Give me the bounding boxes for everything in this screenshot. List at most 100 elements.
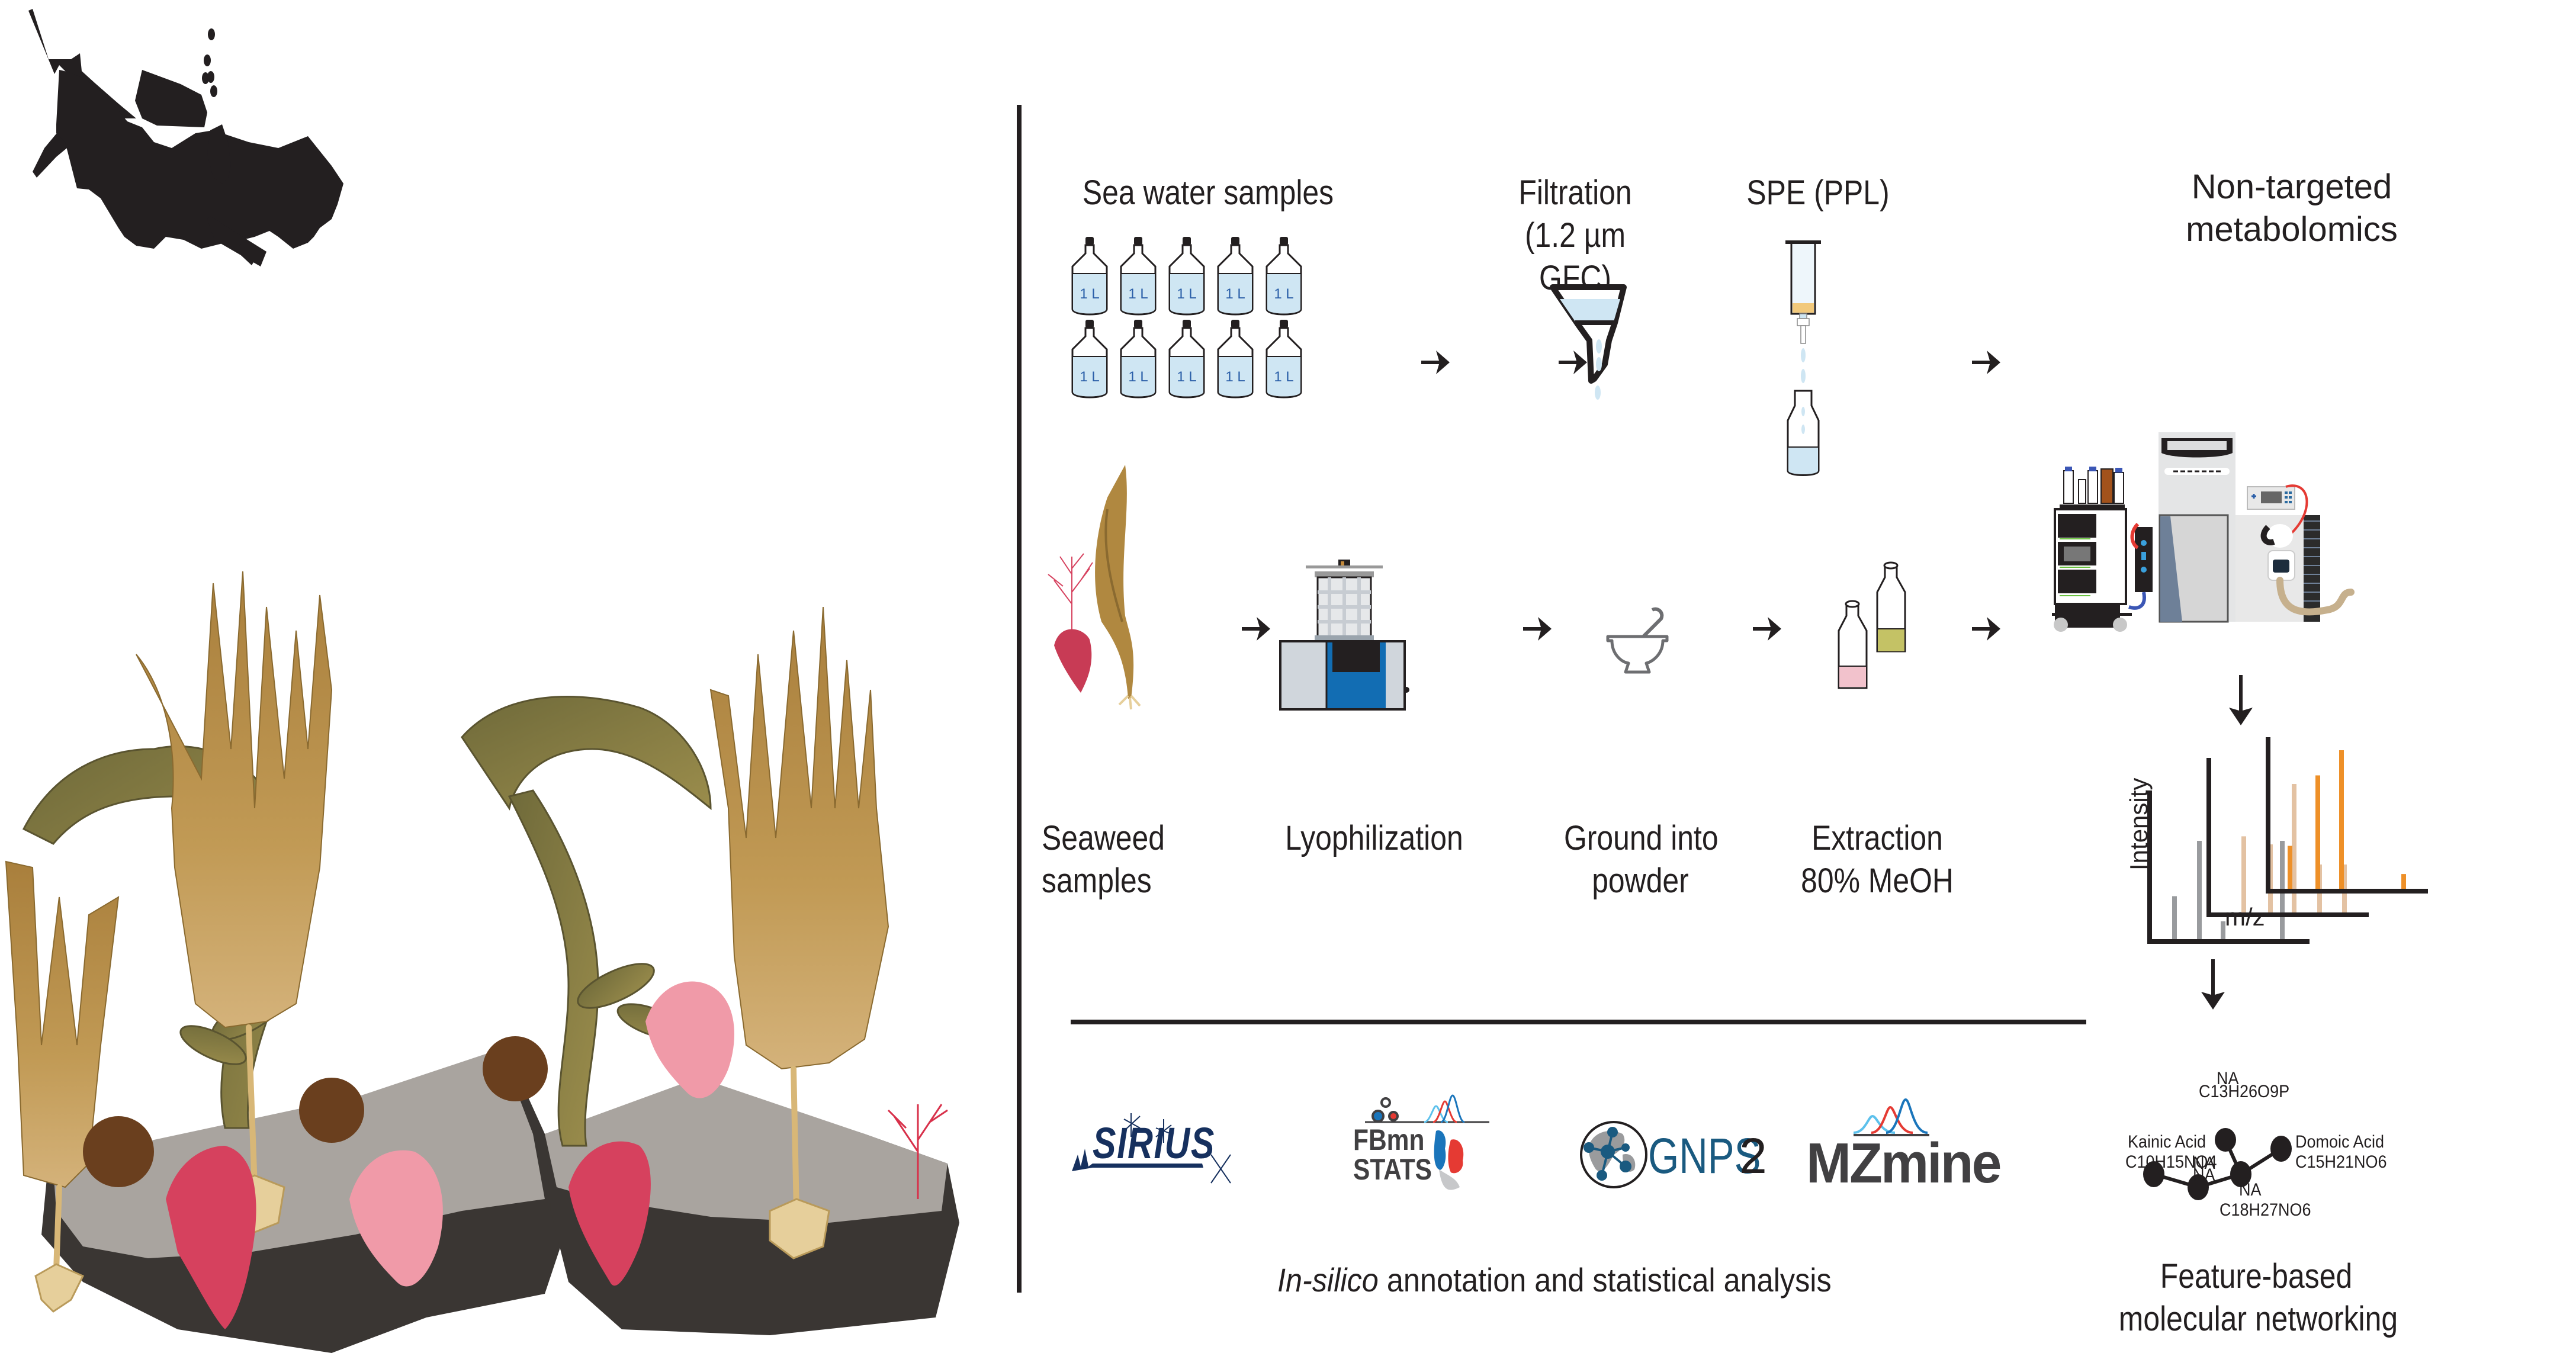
freeze-dryer-icon bbox=[1279, 560, 1409, 711]
label-metabolomics: metabolomics bbox=[2186, 210, 2398, 249]
lc-ms-instrument-icon bbox=[2052, 432, 2355, 632]
bottle-volume-label: 1 L bbox=[1225, 286, 1245, 302]
node-label-domoic-acid: Domoic Acid bbox=[2295, 1132, 2385, 1152]
water-bottle-icon: 1 L bbox=[1265, 320, 1302, 398]
mortar-pestle-icon bbox=[1606, 607, 1669, 674]
node-formula-na-2: C13H26O9P bbox=[2199, 1082, 2290, 1101]
node-formula-domoic-acid: C15H21NO6 bbox=[2295, 1152, 2387, 1172]
label-filtration-line2: (1.2 µm bbox=[1524, 216, 1626, 255]
axis-label-intensity: Intensity bbox=[2125, 777, 2153, 870]
network-node[interactable] bbox=[2215, 1128, 2236, 1152]
spectrum-peak bbox=[2197, 841, 2202, 941]
fbmn-stats-logo[interactable]: FBmn STATS bbox=[1353, 1094, 1507, 1196]
mzmine-logo-text: MZmine bbox=[1806, 1132, 2002, 1195]
label-powder: powder bbox=[1592, 862, 1689, 900]
tools-caption: In-silico annotation and statistical ana… bbox=[1277, 1261, 1832, 1299]
water-bottle-icon: 1 L bbox=[1265, 237, 1302, 316]
bottle-volume-label: 1 L bbox=[1177, 369, 1196, 385]
node-label-na-2: NA bbox=[2217, 1069, 2239, 1088]
bottle-volume-label: 1 L bbox=[1274, 369, 1293, 385]
mass-spectra-plot bbox=[2147, 737, 2428, 944]
vertical-divider bbox=[1017, 105, 1022, 1293]
label-lyophilization: Lyophilization bbox=[1285, 819, 1463, 857]
water-bottle-icon: 1 L bbox=[1071, 320, 1108, 398]
mzmine-logo[interactable]: MZmine bbox=[1806, 1098, 2008, 1192]
arrow-right-icon bbox=[1972, 351, 2000, 374]
label-feature-based: Feature-based bbox=[2160, 1257, 2353, 1296]
label-80-meoh: 80% MeOH bbox=[1801, 862, 1954, 900]
label-filtration-line1: Filtration bbox=[1518, 173, 1632, 212]
arrow-right-icon bbox=[1242, 617, 1270, 641]
node-formula-kainic-acid: C10H15NO4 bbox=[2125, 1152, 2217, 1172]
label-sea-water-samples: Sea water samples bbox=[1082, 173, 1334, 212]
arrow-right-icon bbox=[1972, 617, 2000, 641]
scuba-diver-icon bbox=[28, 9, 343, 266]
molecular-network-graph bbox=[2143, 1128, 2292, 1200]
spectrum-3 bbox=[2266, 737, 2428, 894]
spectrum-peak bbox=[2339, 750, 2344, 891]
spectrum-peak bbox=[2292, 784, 2296, 915]
gnps-logo-suffix: 2 bbox=[1739, 1128, 1767, 1184]
spectrum-peak bbox=[2401, 874, 2406, 891]
arrow-right-icon bbox=[1523, 617, 1552, 641]
water-bottle-icon: 1 L bbox=[1168, 237, 1205, 316]
spectrum-peak bbox=[2288, 846, 2292, 891]
label-ground-into: Ground into bbox=[1564, 819, 1719, 857]
tools-caption-rest: annotation and statistical analysis bbox=[1378, 1261, 1832, 1299]
spectrum-peak bbox=[2172, 896, 2177, 941]
sirius-logo-text: SIRIUS bbox=[1093, 1119, 1215, 1168]
label-molecular-networking: molecular networking bbox=[2118, 1300, 2398, 1338]
extraction-vials-icon bbox=[1838, 561, 1906, 689]
label-samples: samples bbox=[1042, 862, 1152, 900]
node-label-na-3: NA bbox=[2239, 1180, 2262, 1200]
label-extraction: Extraction bbox=[1811, 819, 1943, 857]
water-bottle-icon: 1 L bbox=[1168, 320, 1205, 398]
spectrum-peak bbox=[2241, 836, 2246, 915]
arrow-down-icon bbox=[2229, 675, 2253, 725]
arrow-down-icon bbox=[2201, 959, 2225, 1010]
water-bottles-icon: 1 L 1 L 1 L 1 L 1 L 1 L 1 L 1 L 1 L 1 L bbox=[1071, 237, 1302, 398]
stats-logo-text: STATS bbox=[1353, 1153, 1432, 1186]
node-label-na-1: NA bbox=[2193, 1153, 2215, 1173]
label-seaweed: Seaweed bbox=[1042, 819, 1165, 857]
label-spe-ppl: SPE (PPL) bbox=[1746, 173, 1890, 212]
tools-caption-italic: In-silico bbox=[1277, 1261, 1379, 1299]
spectrum-axes bbox=[2147, 790, 2310, 944]
network-node[interactable] bbox=[2188, 1174, 2209, 1200]
bottle-volume-label: 1 L bbox=[1225, 369, 1245, 385]
network-node[interactable] bbox=[2270, 1136, 2292, 1162]
spectrum-axes bbox=[2206, 758, 2369, 917]
spe-cartridge-icon bbox=[1785, 240, 1821, 476]
arrow-right-icon bbox=[1421, 351, 1450, 374]
node-label-kainic-acid: Kainic Acid bbox=[2128, 1132, 2206, 1152]
spectrum-peak bbox=[2315, 775, 2320, 891]
sirius-logo[interactable]: SIRIUS bbox=[1066, 1107, 1244, 1184]
bottle-volume-label: 1 L bbox=[1080, 369, 1099, 385]
bottle-volume-label: 1 L bbox=[1128, 369, 1148, 385]
bottle-volume-label: 1 L bbox=[1128, 286, 1148, 302]
arrow-right-icon bbox=[1753, 617, 1781, 641]
water-bottle-icon: 1 L bbox=[1120, 237, 1157, 316]
bottle-volume-label: 1 L bbox=[1274, 286, 1293, 302]
bottle-volume-label: 1 L bbox=[1177, 286, 1196, 302]
network-node[interactable] bbox=[2230, 1161, 2251, 1187]
horizontal-divider bbox=[1071, 1020, 2086, 1024]
arrow-right-icon bbox=[1559, 351, 1587, 374]
label-non-targeted: Non-targeted bbox=[2191, 168, 2392, 206]
spectrum-axes bbox=[2266, 737, 2428, 894]
node-formula-na-3: C18H27NO6 bbox=[2220, 1200, 2311, 1220]
water-bottle-icon: 1 L bbox=[1071, 237, 1108, 316]
left-illustration-panel bbox=[0, 0, 1007, 1353]
spectrum-peak bbox=[2221, 921, 2225, 941]
water-bottle-icon: 1 L bbox=[1217, 320, 1254, 398]
fbmn-logo-text: FBmn bbox=[1353, 1123, 1425, 1156]
funnel-filter-icon bbox=[1550, 284, 1627, 400]
axis-label-mz: m/z bbox=[2225, 903, 2265, 931]
gnps-logo-text: GNPS bbox=[1648, 1128, 1761, 1184]
kelp-forest-scene-icon bbox=[5, 571, 959, 1353]
gnps2-logo[interactable]: GNPS 2 bbox=[1578, 1119, 1774, 1190]
water-bottle-icon: 1 L bbox=[1120, 320, 1157, 398]
seaweed-samples-icon bbox=[1048, 465, 1141, 710]
network-node[interactable] bbox=[2143, 1161, 2164, 1187]
node-formula-na-1: NA bbox=[2193, 1165, 2215, 1185]
